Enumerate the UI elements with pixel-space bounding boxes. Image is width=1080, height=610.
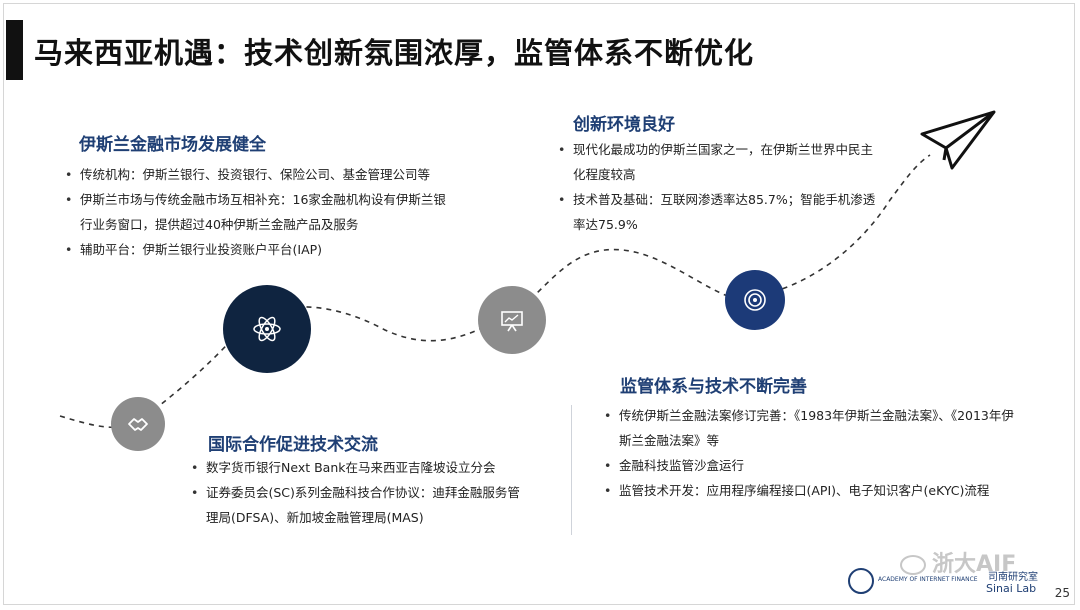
heading-regulatory-system: 监管体系与技术不断完善 — [620, 377, 807, 397]
handshake-icon — [128, 418, 148, 431]
presentation-node — [478, 286, 546, 354]
slide-title: 马来西亚机遇：技术创新氛围浓厚，监管体系不断优化 — [34, 36, 755, 70]
paper-plane-icon — [920, 110, 996, 170]
atom-node — [223, 285, 311, 373]
list-item: 伊斯兰市场与传统金融市场互相补充：16家金融机构设有伊斯兰银行业务窗口，提供超过… — [64, 187, 454, 237]
list-item: 传统伊斯兰金融法案修订完善：《1983年伊斯兰金融法案》、《2013年伊斯兰金融… — [603, 403, 1021, 453]
lab-name: 司南研究室 — [988, 572, 1038, 583]
list-item: 传统机构：伊斯兰银行、投资银行、保险公司、基金管理公司等 — [64, 162, 454, 187]
page-number: 25 — [1054, 586, 1070, 600]
list-item: 辅助平台：伊斯兰银行业投资账户平台(IAP) — [64, 237, 454, 262]
list-item: 技术普及基础：互联网渗透率达85.7%；智能手机渗透率达75.9% — [557, 187, 879, 237]
list-item: 数字货币银行Next Bank在马来西亚吉隆坡设立分会 — [190, 455, 530, 480]
list-regulatory-system: 传统伊斯兰金融法案修订完善：《1983年伊斯兰金融法案》、《2013年伊斯兰金融… — [603, 403, 1021, 503]
watermark: 浙大AIF — [900, 546, 1016, 578]
lab-name-en: Sinai Lab — [986, 582, 1037, 595]
atom-icon — [253, 316, 281, 342]
presentation-icon — [501, 311, 523, 332]
heading-islamic-finance: 伊斯兰金融市场发展健全 — [79, 135, 266, 155]
divider-line — [571, 405, 572, 535]
list-item: 金融科技监管沙盒运行 — [603, 453, 1021, 478]
heading-innovation-environment: 创新环境良好 — [573, 115, 675, 135]
list-international-cooperation: 数字货币银行Next Bank在马来西亚吉隆坡设立分会 证券委员会(SC)系列金… — [190, 455, 530, 530]
footer-logos: ACADEMY OF INTERNET FINANCE 司南研究室 Sinai … — [848, 568, 1058, 598]
list-item: 现代化最成功的伊斯兰国家之一，在伊斯兰世界中民主化程度较高 — [557, 137, 879, 187]
slide-frame — [3, 3, 1075, 605]
academy-logo-text: ACADEMY OF INTERNET FINANCE — [878, 576, 978, 583]
list-islamic-finance: 传统机构：伊斯兰银行、投资银行、保险公司、基金管理公司等 伊斯兰市场与传统金融市… — [64, 162, 454, 262]
title-accent-bar — [6, 20, 23, 80]
wechat-icon — [900, 555, 926, 575]
target-node — [725, 270, 785, 330]
university-seal-icon — [848, 568, 874, 594]
list-item: 监管技术开发：应用程序编程接口(API)、电子知识客户(eKYC)流程 — [603, 478, 1021, 503]
list-innovation-environment: 现代化最成功的伊斯兰国家之一，在伊斯兰世界中民主化程度较高 技术普及基础：互联网… — [557, 137, 879, 237]
list-item: 证券委员会(SC)系列金融科技合作协议：迪拜金融服务管理局(DFSA)、新加坡金… — [190, 480, 530, 530]
target-icon — [744, 289, 766, 311]
handshake-node — [111, 397, 165, 451]
heading-international-cooperation: 国际合作促进技术交流 — [208, 435, 378, 455]
